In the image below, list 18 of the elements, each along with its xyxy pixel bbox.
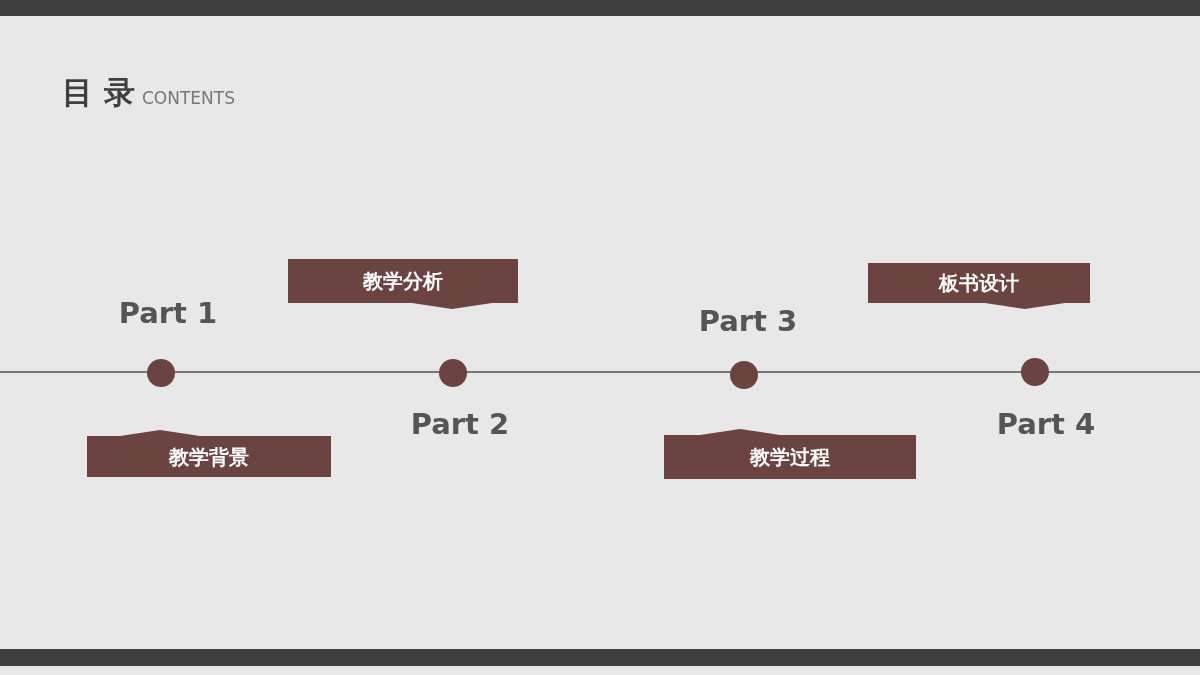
part-label: Part 4 bbox=[996, 407, 1096, 441]
callout-box bbox=[664, 429, 916, 479]
timeline-dot bbox=[730, 361, 758, 389]
box-label: 板书设计 bbox=[937, 270, 1020, 297]
callout-box bbox=[87, 430, 331, 477]
timeline-dot bbox=[147, 359, 175, 387]
part-label: Part 2 bbox=[410, 407, 510, 441]
title: 目 录 bbox=[62, 73, 135, 112]
callout-box bbox=[288, 259, 518, 309]
subtitle: CONTENTS bbox=[142, 88, 235, 108]
timeline-dot bbox=[1021, 358, 1049, 386]
box-label: 教学背景 bbox=[168, 443, 250, 471]
timeline-dot bbox=[439, 359, 467, 387]
part-label: Part 1 bbox=[118, 296, 218, 330]
box-label: 教学过程 bbox=[749, 444, 831, 471]
part-label: Part 3 bbox=[698, 304, 798, 338]
callout-box bbox=[868, 263, 1090, 309]
box-label: 教学分析 bbox=[362, 268, 444, 295]
